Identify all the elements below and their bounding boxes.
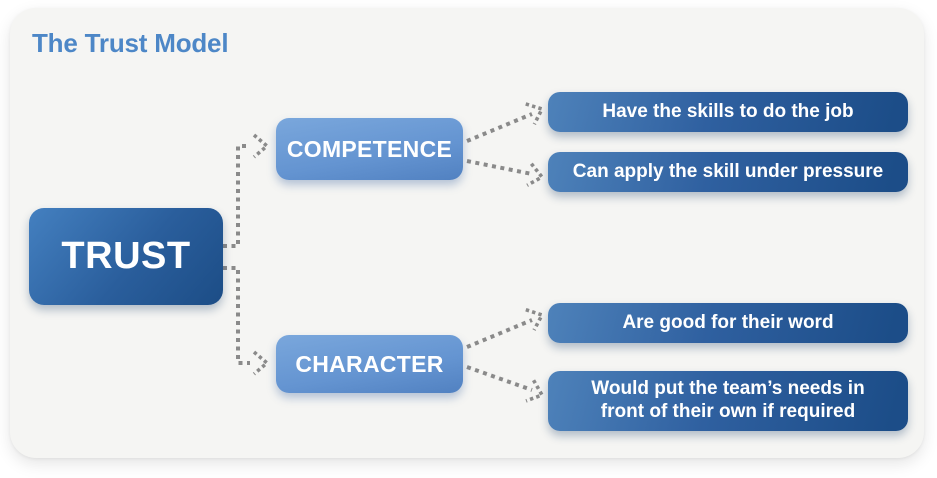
node-word: Are good for their word xyxy=(548,303,908,343)
node-competence-label: COMPETENCE xyxy=(286,135,453,162)
node-trust: TRUST xyxy=(29,208,223,305)
node-trust-label: TRUST xyxy=(61,235,191,277)
node-team-needs-label: Would put the team’s needs in front of t… xyxy=(591,378,865,422)
node-character-label: CHARACTER xyxy=(295,350,444,377)
node-competence: COMPETENCE xyxy=(276,118,463,180)
node-team-needs: Would put the team’s needs in front of t… xyxy=(548,371,908,431)
node-skills-label: Have the skills to do the job xyxy=(602,100,854,122)
page-title: The Trust Model xyxy=(32,28,229,58)
node-skills: Have the skills to do the job xyxy=(548,92,908,132)
node-pressure: Can apply the skill under pressure xyxy=(548,152,908,192)
node-character: CHARACTER xyxy=(276,335,463,393)
node-pressure-label: Can apply the skill under pressure xyxy=(572,160,884,182)
node-word-label: Are good for their word xyxy=(622,311,834,333)
